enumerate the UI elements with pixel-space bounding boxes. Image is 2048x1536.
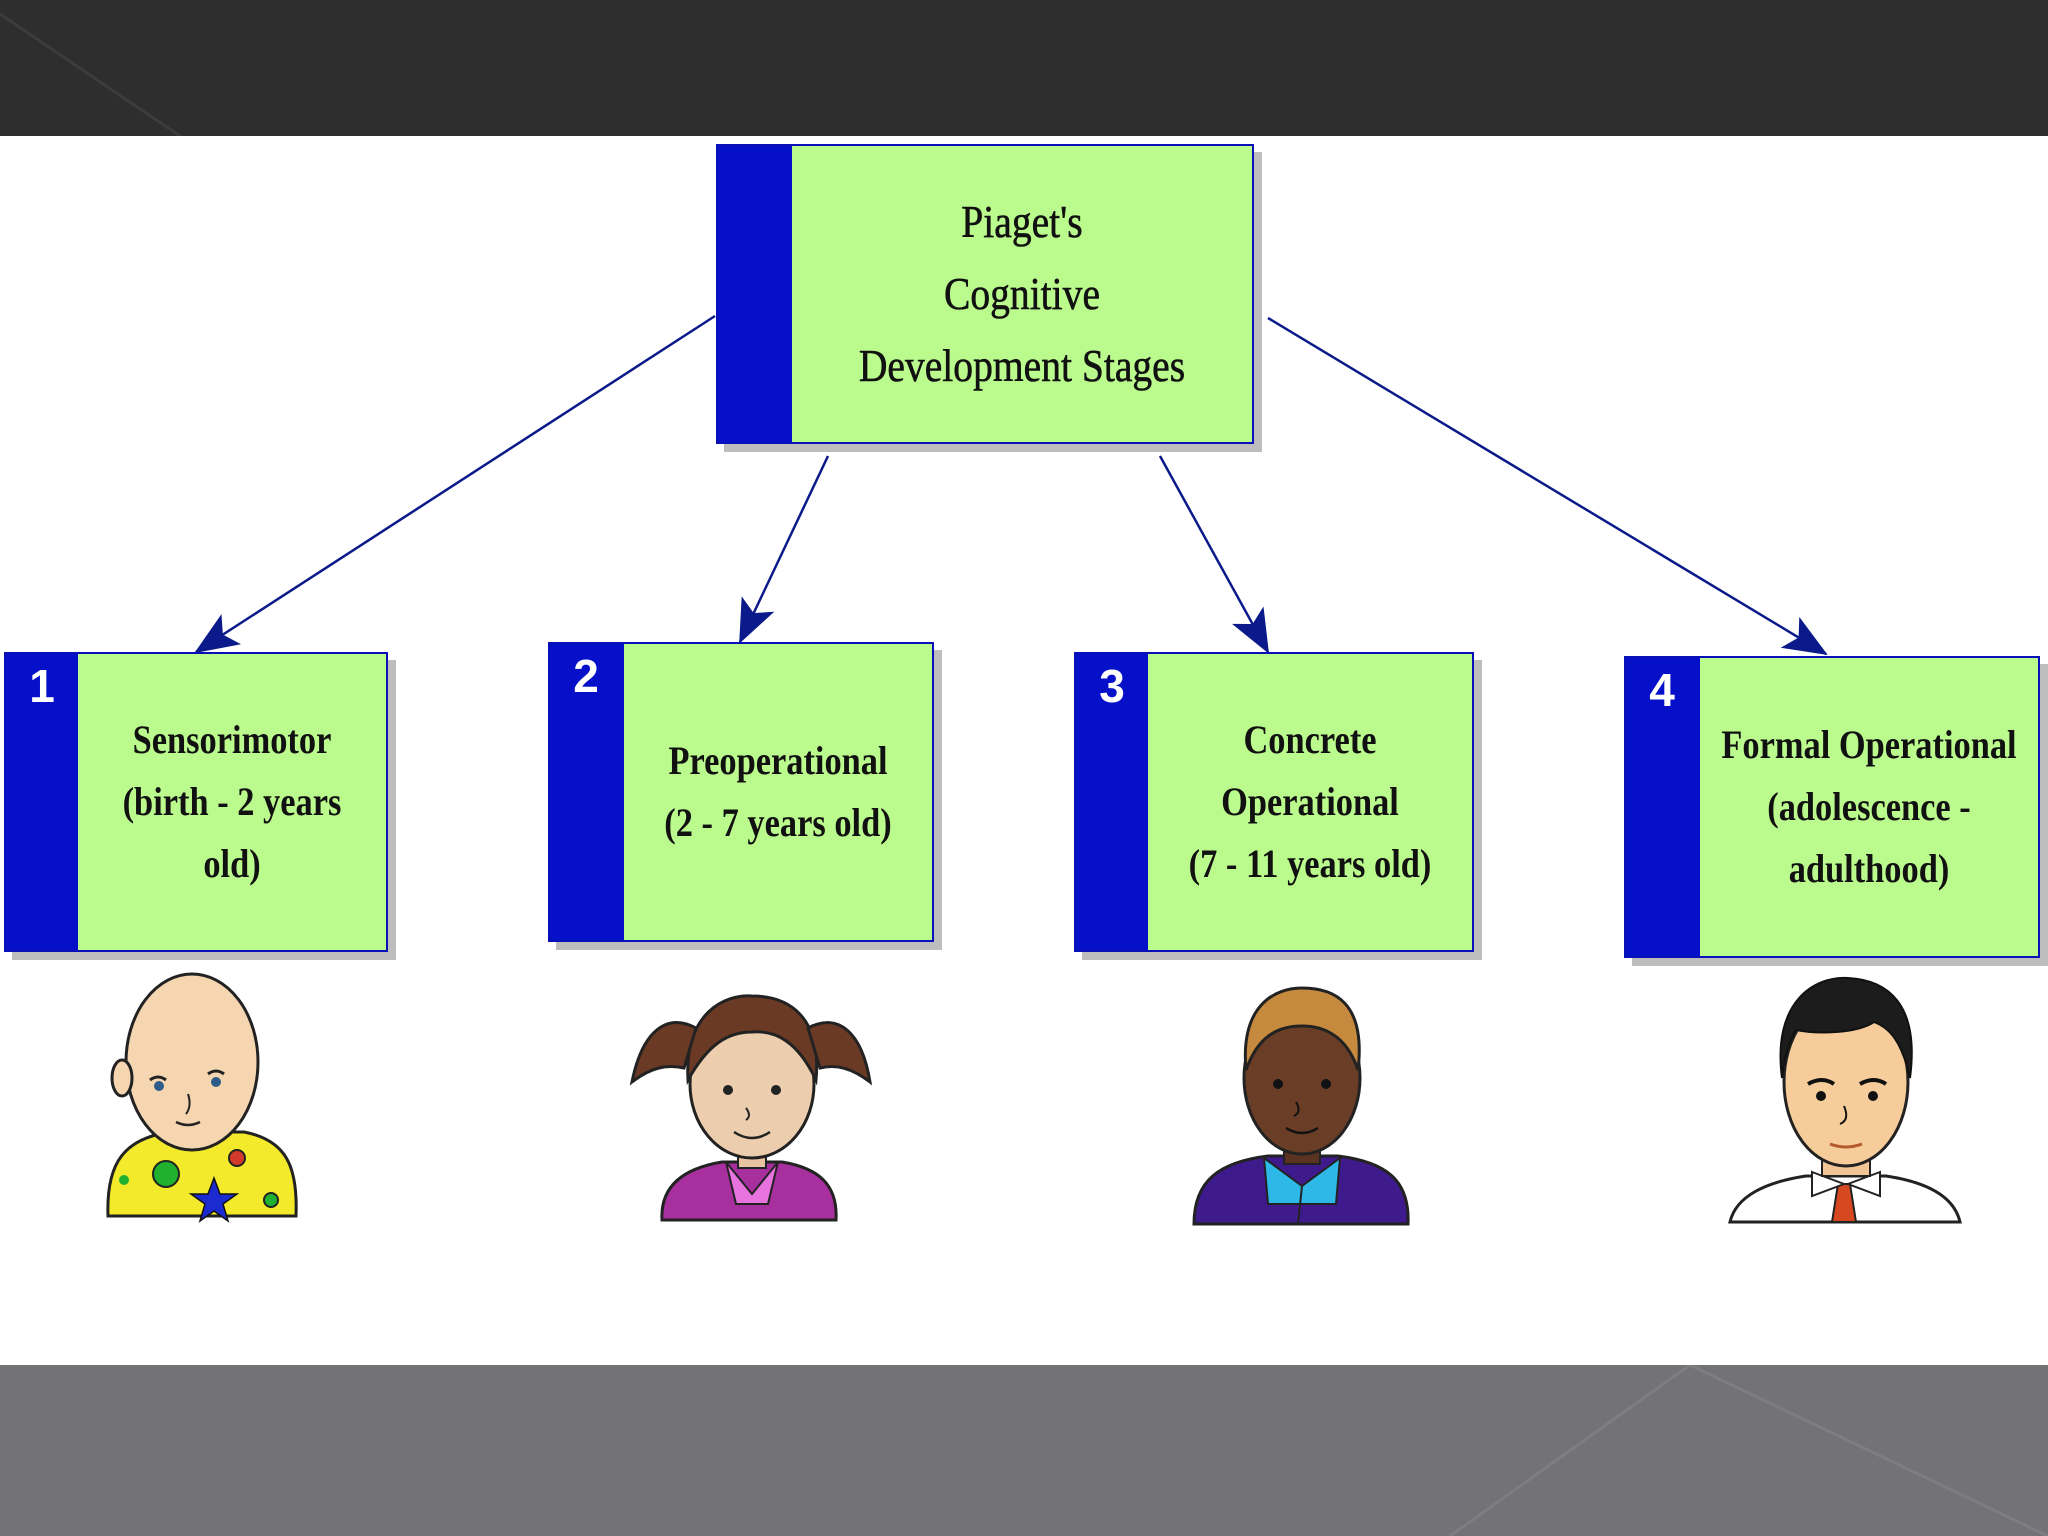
- stage-4-number: 4: [1649, 664, 1675, 716]
- stage-1-line-3: old): [203, 841, 261, 886]
- stage-2-node: 2 Preoperational (2 - 7 years old): [548, 642, 934, 942]
- stage-1-side-bar: [6, 654, 78, 950]
- arrow-to-stage-3: [1158, 455, 1270, 654]
- arrow-to-stage-1: [194, 314, 716, 654]
- stage-3-node: 3 Concrete Operational (7 - 11 years old…: [1074, 652, 1474, 952]
- stage-4-side-bar: [1626, 658, 1700, 956]
- stage-3-line-1: Concrete: [1243, 717, 1377, 762]
- stage-4-label: Formal Operational (adolescence - adulth…: [1721, 658, 2017, 956]
- stage-3-side-bar: [1076, 654, 1148, 950]
- stage-4-line-2: (adolescence -: [1767, 784, 1971, 829]
- connector-arrows: [194, 314, 1828, 656]
- stage-3-label: Concrete Operational (7 - 11 years old): [1171, 654, 1450, 950]
- stage-1-node: 1 Sensorimotor (birth - 2 years old): [4, 652, 388, 952]
- root-node: Piaget's Cognitive Development Stages: [716, 144, 1254, 444]
- stage-2-line-2: (2 - 7 years old): [664, 800, 892, 845]
- stage-4-line-3: adulthood): [1788, 846, 1950, 891]
- stage-2-number: 2: [573, 650, 599, 702]
- stage-3-number: 3: [1099, 660, 1125, 712]
- arrow-to-stage-4: [1267, 316, 1828, 656]
- girl-illustration: [629, 994, 873, 1222]
- stage-1-line-1: Sensorimotor: [132, 717, 332, 762]
- stage-2-label: Preoperational (2 - 7 years old): [646, 644, 911, 940]
- root-title: Piaget's Cognitive Development Stages: [824, 146, 1220, 442]
- top-band-diagonal: [0, 12, 181, 136]
- slide-bottom-band: [0, 1365, 2048, 1536]
- stage-1-number: 1: [29, 660, 55, 712]
- stage-1-label: Sensorimotor (birth - 2 years old): [100, 654, 365, 950]
- slide-top-band: [0, 0, 2048, 136]
- root-side-bar: [718, 146, 792, 442]
- root-title-line-1: Piaget's: [961, 196, 1083, 248]
- baby-illustration: [106, 972, 298, 1223]
- boy-illustration: [1192, 986, 1410, 1226]
- bottom-band-diagonals: [1449, 1365, 2048, 1536]
- stage-2-line-1: Preoperational: [668, 738, 888, 783]
- stage-2-side-bar: [550, 644, 624, 940]
- root-title-line-3: Development Stages: [858, 340, 1186, 392]
- diagram-canvas: Piaget's Cognitive Development Stages 1 …: [0, 136, 2048, 1365]
- stage-3-line-2: Operational: [1221, 779, 1399, 824]
- man-illustration: [1728, 976, 1962, 1224]
- stage-4-line-1: Formal Operational: [1721, 722, 2017, 767]
- stage-4-node: 4 Formal Operational (adolescence - adul…: [1624, 656, 2040, 958]
- arrow-to-stage-2: [738, 455, 830, 644]
- root-title-line-2: Cognitive: [943, 268, 1101, 320]
- stage-1-line-2: (birth - 2 years: [122, 779, 342, 824]
- stage-3-line-3: (7 - 11 years old): [1188, 841, 1432, 886]
